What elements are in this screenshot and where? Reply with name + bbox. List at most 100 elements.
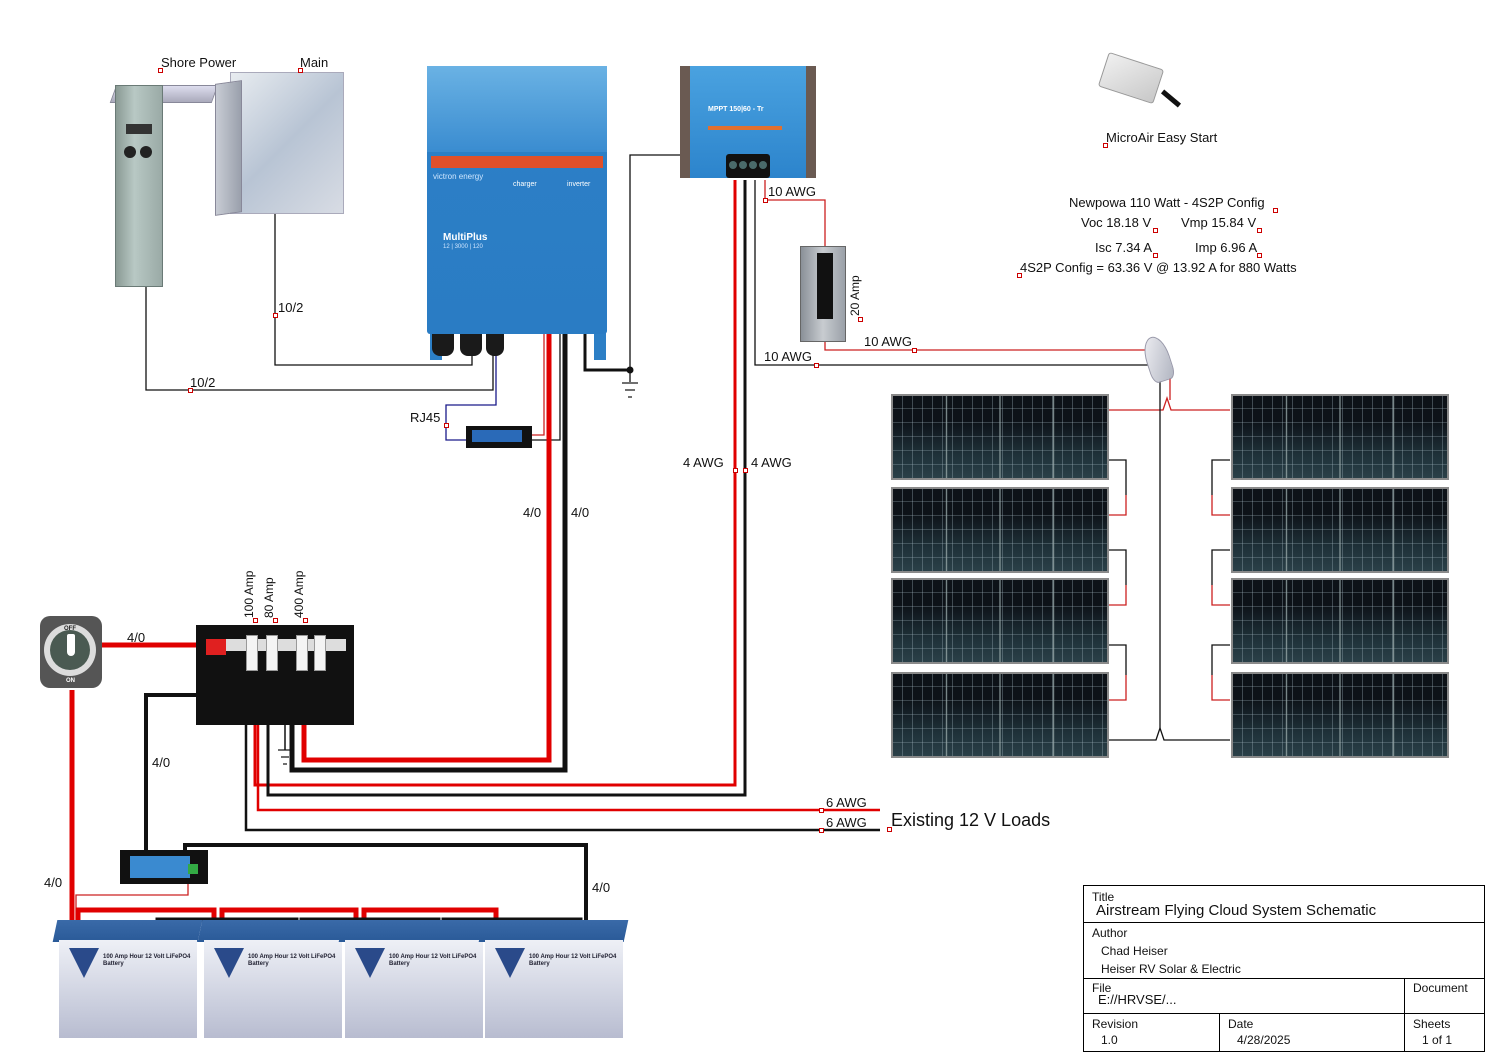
label-cable-10-2: 10/2 <box>190 375 216 390</box>
wire-breaker-to-roof <box>824 338 1148 351</box>
remote-control-panel <box>466 426 532 448</box>
label-anchor <box>814 363 819 368</box>
wire-inverter-neg <box>289 330 568 773</box>
label-cable-4awg: 4 AWG <box>751 455 792 470</box>
label-main: Main <box>300 55 329 70</box>
sheets-value: 1 of 1 <box>1422 1033 1453 1047</box>
revision-key: Revision <box>1092 1017 1139 1031</box>
series-jumpers-left <box>1108 459 1127 701</box>
label-anchor <box>1257 253 1262 258</box>
label-shore-power: Shore Power <box>161 55 237 70</box>
title-value: Airstream Flying Cloud System Schematic <box>1096 902 1377 919</box>
label-breaker-20amp: 20 Amp <box>848 275 862 316</box>
pv-breaker <box>817 253 833 319</box>
solar-panel <box>1231 487 1449 573</box>
label-anchor <box>1017 273 1022 278</box>
mppt-terminals <box>726 154 770 178</box>
multiplus-name: MultiPlus <box>443 232 488 243</box>
label-cable-4-0: 4/0 <box>523 505 542 520</box>
wire-shore-to-multiplus <box>145 280 494 391</box>
multiplus-stripe <box>431 156 603 168</box>
cable-gland <box>432 334 454 356</box>
solar-panel <box>1231 578 1449 664</box>
wire-chassis-ground <box>583 330 630 372</box>
label-anchor <box>1103 143 1108 148</box>
label-fuse-100a: 100 Amp <box>242 570 256 618</box>
title-block: Title Airstream Flying Cloud System Sche… <box>1083 885 1485 1052</box>
multiplus-inverter-label: inverter <box>567 181 591 188</box>
label-rj45: RJ45 <box>410 410 441 425</box>
label-anchor <box>887 827 892 832</box>
file-row: File E://HRVSE/... Document <box>1084 978 1484 1014</box>
mppt-stripe <box>708 126 782 130</box>
solar-spec-isc: Isc 7.34 A <box>1095 240 1153 255</box>
ground-symbol-multiplus <box>622 382 638 398</box>
label-anchor <box>188 388 193 393</box>
company-value: Heiser RV Solar & Electric <box>1101 962 1241 976</box>
label-anchor <box>444 423 449 428</box>
wire-loads-pos <box>256 690 880 812</box>
shore-breaker <box>126 124 152 134</box>
shunt-terminal <box>188 864 198 874</box>
switch-on-label: ON <box>66 678 75 684</box>
title-row: Title Airstream Flying Cloud System Sche… <box>1084 886 1484 923</box>
label-cable-10-2: 10/2 <box>278 300 304 315</box>
multiplus-model: 12 | 3000 | 120 <box>443 244 483 250</box>
author-row: Author Chad Heiser Heiser RV Solar & Ele… <box>1084 922 1484 979</box>
label-anchor <box>1153 253 1158 258</box>
label-fuse-80a: 80 Amp <box>262 577 276 618</box>
label-cable-6awg: 6 AWG <box>826 815 867 830</box>
mppt-bracket <box>680 66 690 178</box>
label-anchor <box>743 468 748 473</box>
label-anchor <box>253 618 258 623</box>
battery: 100 Amp Hour 12 Volt LiFePO4 Battery <box>197 920 348 1038</box>
battery-label: 100 Amp Hour 12 Volt LiFePO4 Battery <box>529 954 617 968</box>
shunt-face <box>130 856 190 878</box>
battery-label: 100 Amp Hour 12 Volt LiFePO4 Battery <box>248 954 336 968</box>
wire-monitor-neg <box>526 330 561 441</box>
main-panel-door <box>215 80 242 216</box>
label-anchor <box>298 68 303 73</box>
shore-receptacle <box>140 146 152 158</box>
wire-array-neg <box>1108 725 1230 741</box>
battery-disconnect-switch: OFF ON <box>40 616 102 688</box>
label-cable-4-0: 4/0 <box>44 875 63 890</box>
label-cable-4awg: 4 AWG <box>683 455 724 470</box>
label-cable-10awg: 10 AWG <box>864 334 912 349</box>
wire-rj45 <box>445 345 497 441</box>
wire-mppt-ground <box>629 154 684 382</box>
battery: 100 Amp Hour 12 Volt LiFePO4 Battery <box>338 920 489 1038</box>
multiplus-inverter-charger: victron energy charger inverter MultiPlu… <box>427 66 607 334</box>
label-cable-6awg: 6 AWG <box>826 795 867 810</box>
label-anchor <box>158 68 163 73</box>
mppt-solar-charger: MPPT 150|60 - Tr <box>680 66 816 178</box>
label-cable-4-0: 4/0 <box>127 630 146 645</box>
wire-mppt-pos <box>253 180 737 787</box>
label-cable-4-0: 4/0 <box>152 755 171 770</box>
ground-symbol-lynx <box>278 749 292 765</box>
pv-breaker-box <box>800 246 846 342</box>
battery-shunt <box>120 850 208 884</box>
ground-node <box>626 366 634 374</box>
solar-spec-config: 4S2P Config = 63.36 V @ 13.92 A for 880 … <box>1020 260 1297 275</box>
solar-panel <box>1231 672 1449 758</box>
solar-panel <box>891 578 1109 664</box>
label-anchor <box>819 808 824 813</box>
file-key: File <box>1092 981 1112 995</box>
shore-power-pedestal <box>115 85 163 287</box>
label-microair: MicroAir Easy Start <box>1106 130 1218 145</box>
mppt-bracket <box>806 66 816 178</box>
fuse-spare <box>314 635 326 671</box>
label-anchor <box>858 317 863 322</box>
document-key: Document <box>1413 981 1468 995</box>
label-cable-4-0: 4/0 <box>571 505 590 520</box>
solar-spec-imp: Imp 6.96 A <box>1195 240 1258 255</box>
battery: 100 Amp Hour 12 Volt LiFePO4 Battery <box>478 920 629 1038</box>
battery: 100 Amp Hour 12 Volt LiFePO4 Battery <box>52 920 203 1038</box>
solar-panel <box>891 394 1109 480</box>
solar-panel <box>1231 394 1449 480</box>
lynx-positive-terminal <box>206 639 226 655</box>
wire-monitor-pos <box>526 330 545 436</box>
wire-shunt-to-battery-neg <box>183 843 588 965</box>
label-existing-loads: Existing 12 V Loads <box>891 810 1051 830</box>
